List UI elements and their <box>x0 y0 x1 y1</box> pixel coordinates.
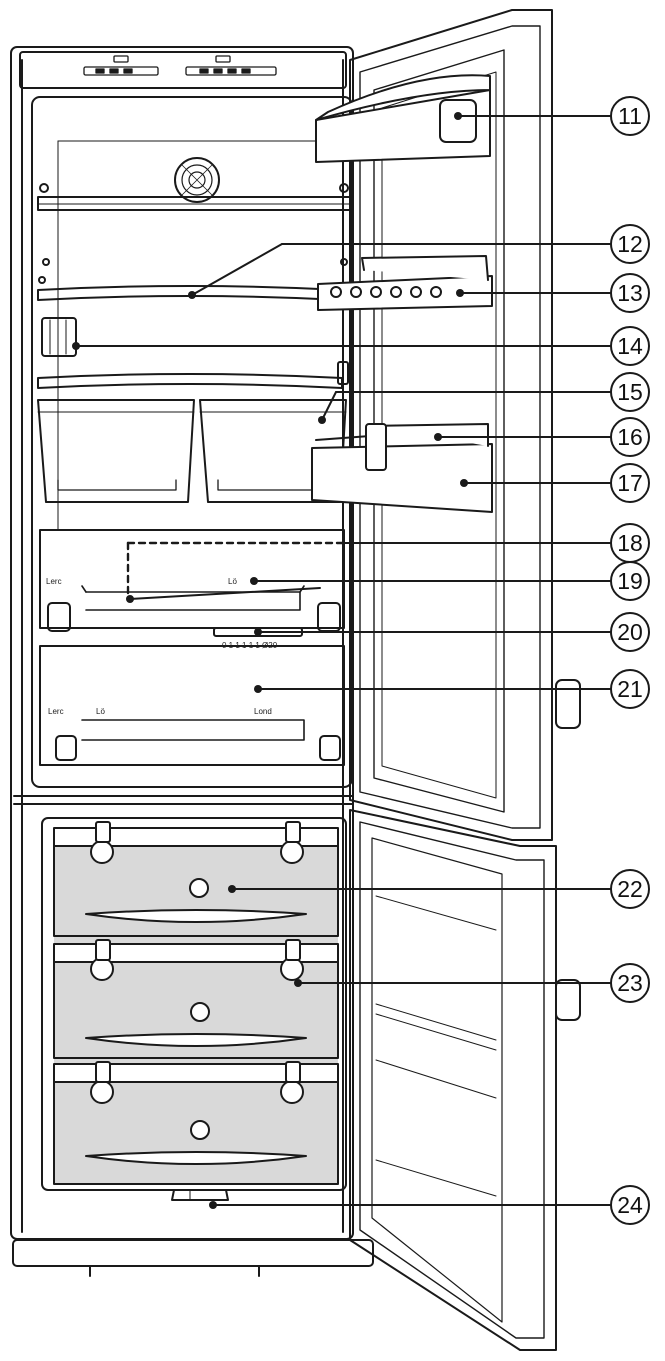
callout-19: 19 <box>610 561 650 601</box>
callout-circle <box>610 372 650 412</box>
fridge-door-handle <box>555 679 581 729</box>
biofresh-drawer-upper <box>39 529 346 632</box>
callout-circle <box>610 326 650 366</box>
drawer-labels: Lerc Lö Lerc Lö Lond 0 1 1 1 1 1 Ø20 <box>46 577 278 716</box>
callout-circle <box>610 669 650 709</box>
callout-circle <box>610 561 650 601</box>
callout-20: 20 <box>610 612 650 652</box>
callout-circle <box>610 869 650 909</box>
cabinet-body <box>10 46 374 1277</box>
door-top-compartment <box>315 74 491 163</box>
freezer-drawer-2 <box>53 939 339 1059</box>
callout-circle <box>610 96 650 136</box>
biofresh-lower-right-label: Lond <box>254 707 272 716</box>
callout-23: 23 <box>610 963 650 1003</box>
bottle-shelf <box>311 423 493 513</box>
callout-number: 16 <box>617 424 643 450</box>
callout-circle <box>610 1185 650 1225</box>
callout-13: 13 <box>610 273 650 313</box>
biofresh-upper-left-label: Lerc <box>46 577 62 586</box>
adjustable-foot <box>171 1189 229 1201</box>
callout-14: 14 <box>610 326 650 366</box>
callout-number: 24 <box>617 1192 643 1218</box>
callout-21: 21 <box>610 669 650 709</box>
biofresh-lower-left-label: Lerc <box>48 707 64 716</box>
callout-number: 15 <box>617 379 643 405</box>
callout-circle <box>610 463 650 503</box>
callout-17: 17 <box>610 463 650 503</box>
interior-light <box>41 317 77 357</box>
callout-number: 12 <box>617 231 643 257</box>
callout-number: 18 <box>617 530 643 556</box>
control-panel <box>83 55 277 76</box>
freezer-drawer-1 <box>53 821 339 937</box>
freezer-door-handle <box>555 979 581 1021</box>
callout-18: 18 <box>610 523 650 563</box>
callout-circle <box>610 963 650 1003</box>
callout-group: 11 12 13 14 15 16 17 18 19 20 21 22 23 24 <box>610 96 650 1225</box>
callout-circle <box>610 224 650 264</box>
callout-number: 23 <box>617 970 643 996</box>
fridge-drawers <box>37 399 347 503</box>
freezer-door <box>349 809 557 1351</box>
egg-tray <box>317 255 493 311</box>
callout-15: 15 <box>610 372 650 412</box>
biofresh-drawer-lower <box>39 645 345 766</box>
crisper-cover-shelf <box>37 361 349 389</box>
callout-number: 19 <box>617 568 643 594</box>
callout-number: 17 <box>617 470 643 496</box>
biofresh-lower-mid-label: Lö <box>96 707 105 716</box>
callout-number: 14 <box>617 333 643 359</box>
callout-24: 24 <box>610 1185 650 1225</box>
strip-scale-label: 0 1 1 1 1 1 Ø20 <box>222 641 278 650</box>
callout-number: 13 <box>617 280 643 306</box>
callout-12: 12 <box>610 224 650 264</box>
leader-dots <box>72 112 468 1209</box>
callout-22: 22 <box>610 869 650 909</box>
freezer-drawer-3 <box>53 1061 339 1185</box>
callout-16: 16 <box>610 417 650 457</box>
callout-circle <box>610 612 650 652</box>
callout-circle <box>610 273 650 313</box>
biofresh-upper-mid-label: Lö <box>228 577 237 586</box>
callout-number: 11 <box>618 103 642 129</box>
callout-11: 11 <box>610 96 650 136</box>
leader-lines <box>75 115 613 1206</box>
callout-number: 20 <box>617 619 643 645</box>
callout-circle <box>610 417 650 457</box>
callout-number: 22 <box>617 876 643 902</box>
callout-number: 21 <box>617 676 643 702</box>
